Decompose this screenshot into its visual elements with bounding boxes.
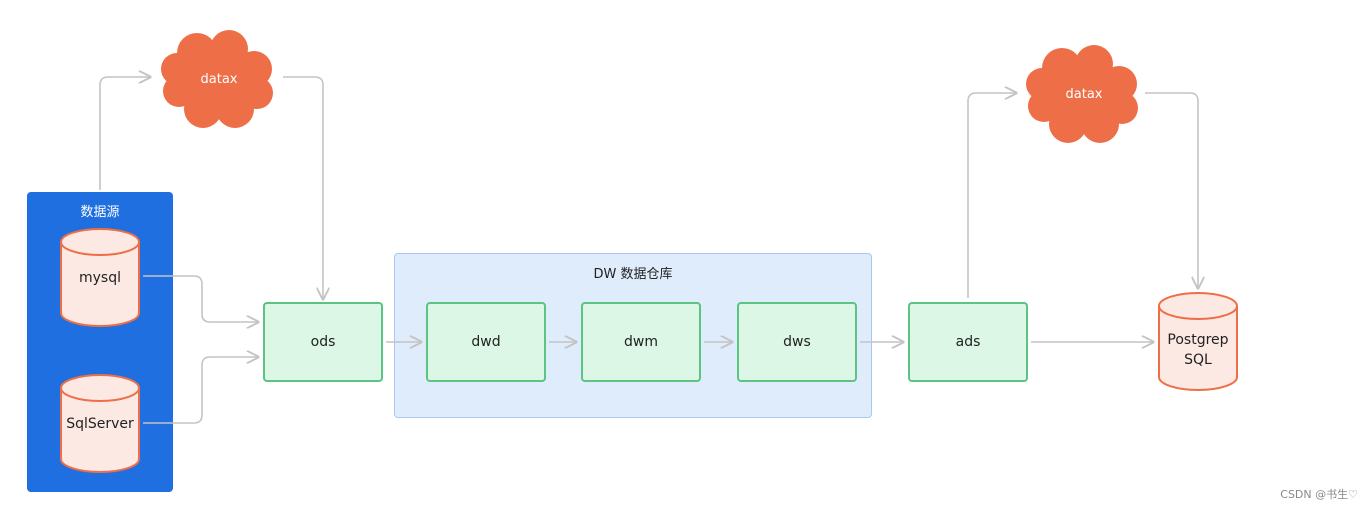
- connector-ads-to-cloud: [967, 93, 1016, 298]
- datax-export-cloud[interactable]: datax: [1022, 44, 1146, 144]
- connector-cloud-to-ods: [283, 76, 323, 299]
- cloud-icon: [1026, 45, 1138, 143]
- postgres-label: Postgrep SQL: [1167, 331, 1229, 368]
- connector-sqlserver-to-ods: [143, 357, 258, 424]
- database-cylinder-icon: [60, 228, 140, 327]
- connector-mysql-to-ods: [143, 275, 258, 322]
- cloud-icon: [161, 30, 273, 128]
- sqlserver-label: SqlServer: [66, 415, 134, 432]
- connector-panel-to-cloud: [99, 77, 150, 190]
- node-dwm-label: dwm: [624, 334, 658, 350]
- node-ods-label: ods: [310, 334, 336, 350]
- datax-ingest-cloud[interactable]: datax: [157, 29, 281, 129]
- dw-warehouse-title: DW 数据仓库: [593, 267, 673, 282]
- node-dws-label: dws: [783, 334, 811, 350]
- mysql-database[interactable]: mysql: [59, 227, 141, 328]
- node-dws[interactable]: dws: [737, 302, 857, 382]
- sqlserver-database[interactable]: SqlServer: [59, 373, 141, 474]
- node-dwm[interactable]: dwm: [581, 302, 701, 382]
- mysql-label: mysql: [79, 269, 121, 286]
- datax-export-label: datax: [1065, 86, 1103, 102]
- node-dwd-label: dwd: [471, 334, 501, 350]
- node-ods[interactable]: ods: [263, 302, 383, 382]
- database-cylinder-icon: [1158, 292, 1238, 391]
- connector-cloud-to-postgres: [1145, 92, 1198, 288]
- postgres-database[interactable]: Postgrep SQL: [1157, 291, 1239, 392]
- node-dwd[interactable]: dwd: [426, 302, 546, 382]
- node-ads[interactable]: ads: [908, 302, 1028, 382]
- watermark: CSDN @书生♡: [1280, 488, 1358, 501]
- data-source-title: 数据源: [80, 205, 120, 220]
- node-ads-label: ads: [955, 334, 981, 350]
- datax-ingest-label: datax: [200, 71, 238, 87]
- database-cylinder-icon: [60, 374, 140, 473]
